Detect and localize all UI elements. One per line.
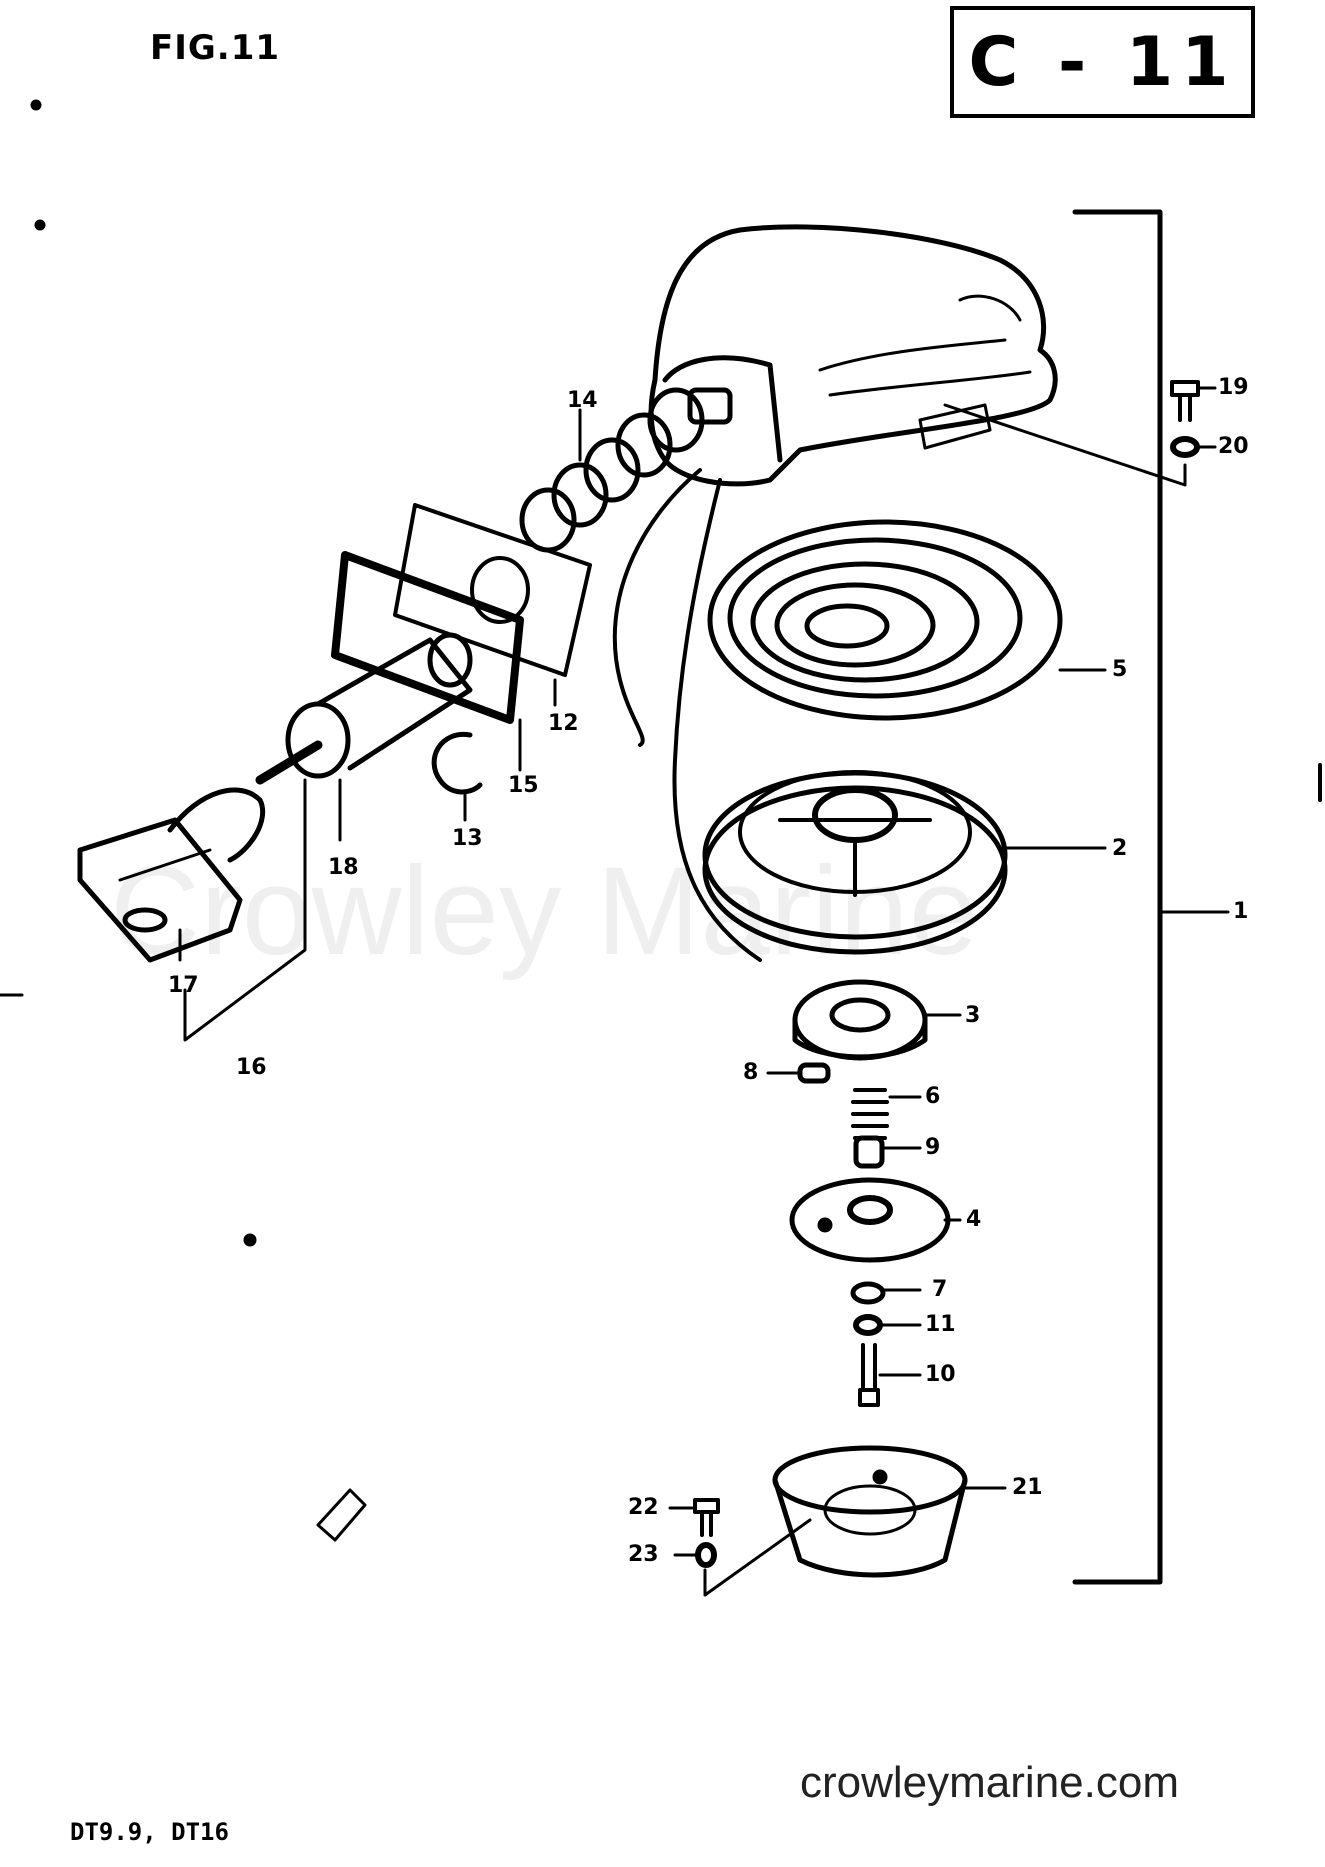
bolt-10 [858,1343,880,1407]
website-link[interactable]: crowleymarine.com [800,1758,1179,1807]
guide-plate [393,503,592,677]
callout-5: 5 [1112,657,1128,682]
figure-title: FIG.11 [150,28,281,68]
bolt-19 [1170,380,1200,422]
callout-13: 13 [452,826,483,851]
washer-20 [1170,436,1200,458]
callout-8: 8 [743,1060,759,1085]
callout-2: 2 [1112,836,1128,861]
starter-rope [672,478,762,962]
callout-20: 20 [1218,434,1249,459]
rope-guide-spring [519,387,705,553]
washer-11 [853,1314,883,1336]
handle-tube [255,632,473,785]
callout-15: 15 [508,773,539,798]
pin-8 [797,1062,831,1084]
callout-19: 19 [1218,375,1249,400]
pawl-9 [853,1135,885,1169]
callout-3: 3 [965,1003,981,1028]
callout-23: 23 [628,1542,659,1567]
starter-cup-21 [772,1445,968,1578]
callout-12: 12 [548,711,579,736]
callout-17: 17 [168,973,199,998]
recoil-spring-5 [707,519,1063,721]
callout-14: 14 [567,388,598,413]
callout-18: 18 [328,855,359,880]
friction-plate-4 [789,1177,951,1263]
bolt-22 [693,1498,720,1537]
leader-16 [183,778,307,1042]
callout-7: 7 [932,1277,948,1302]
starter-housing [648,224,1058,487]
callout-9: 9 [925,1135,941,1160]
callout-11: 11 [925,1312,956,1337]
callout-4: 4 [966,1207,982,1232]
callout-16: 16 [236,1055,267,1080]
front-arrow-icon [316,1488,367,1542]
callout-1: 1 [1233,899,1249,924]
callout-6: 6 [925,1084,941,1109]
rope-seal [331,551,524,724]
starter-handle [77,787,266,963]
figure-code-box: C - 11 [950,6,1255,118]
spring-6 [851,1088,889,1140]
rope-reel-2 [702,770,1008,955]
leader-19-housing [943,403,1187,487]
assembly-bracket [1072,209,1163,1585]
callout-22: 22 [628,1495,659,1520]
model-list: DT9.9, DT16 [70,1818,229,1846]
ratchet-3 [792,979,928,1061]
e-clip [431,732,483,795]
washer-7 [850,1281,886,1305]
leader-22-21 [703,1518,812,1597]
callout-10: 10 [925,1362,956,1387]
washer-23 [695,1542,717,1568]
callout-21: 21 [1012,1475,1043,1500]
watermark: Crowley Marine [110,842,979,981]
